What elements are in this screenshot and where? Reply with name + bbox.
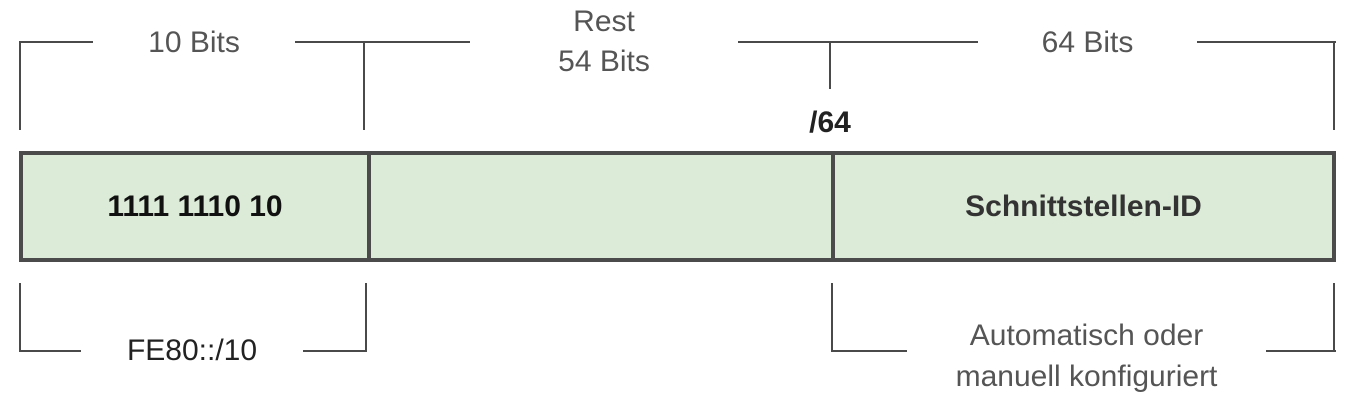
bracket-fe80-bottom-left xyxy=(19,350,81,352)
label-64-bits: 64 Bits xyxy=(1041,26,1134,59)
bracket-64bits-top-left xyxy=(738,41,978,43)
segment-interface-id-label: Schnittstellen-ID xyxy=(965,189,1202,223)
segment-prefix: 1111 1110 10 xyxy=(23,155,367,258)
label-config-line2: manuell konfiguriert xyxy=(955,360,1218,393)
bracket-10bits-top-left xyxy=(19,41,93,43)
bracket-10bits-left-vertical xyxy=(19,41,21,130)
label-54-bits: 54 Bits xyxy=(558,45,650,78)
bracket-fe80-bottom-right xyxy=(303,350,367,352)
divider-2 xyxy=(831,155,835,258)
bracket-64bits-left-vertical xyxy=(829,41,831,89)
address-bar: 1111 1110 10 Schnittstellen-ID xyxy=(19,151,1336,262)
divider-1 xyxy=(367,155,371,258)
bracket-config-bottom-left xyxy=(831,350,907,352)
label-config-line1: Automatisch oder xyxy=(969,319,1204,352)
bracket-config-right-vertical xyxy=(1333,283,1335,352)
segment-prefix-label: 1111 1110 10 xyxy=(107,189,283,223)
label-prefix-length: /64 xyxy=(809,106,851,139)
bracket-10bits-right-vertical xyxy=(363,41,365,130)
segment-interface-id: Schnittstellen-ID xyxy=(835,155,1332,258)
bracket-config-bottom-right xyxy=(1266,350,1336,352)
bracket-fe80-right-vertical xyxy=(365,283,367,352)
segment-rest xyxy=(371,155,831,258)
bracket-64bits-right-vertical xyxy=(1333,41,1335,130)
label-10-bits: 10 Bits xyxy=(148,26,240,59)
bracket-fe80-left-vertical xyxy=(19,283,21,352)
label-rest: Rest xyxy=(573,5,635,38)
bracket-10bits-top-right xyxy=(295,41,470,43)
bracket-config-left-vertical xyxy=(831,283,833,352)
bracket-64bits-top-right xyxy=(1197,41,1336,43)
label-fe80: FE80::/10 xyxy=(126,334,258,367)
